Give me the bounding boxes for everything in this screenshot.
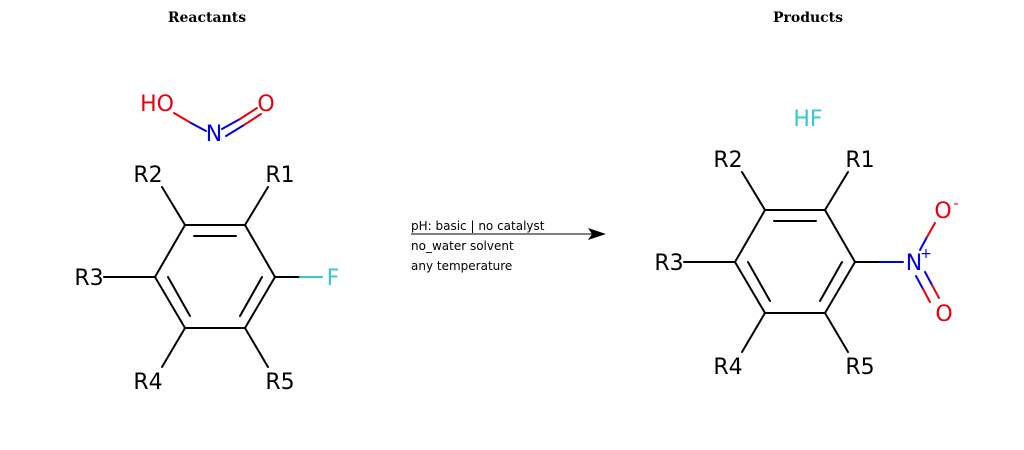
bond-n-o-double [922,288,931,303]
ring-bond [734,209,766,263]
nitro-arene-labels: R1 R2 R3 R4 R5 N + O - O [654,148,958,380]
arrow-head [588,228,606,240]
bond-r5 [824,312,849,353]
atom-label-r5: R5 [265,370,294,395]
atom-label-ho: HO [140,92,174,117]
nitro-arene-molecule [683,171,940,353]
atom-label-r4: R4 [713,355,742,380]
bond-n-o-double [243,113,262,126]
atom-label-o-top: O [934,199,951,224]
ring-inner-bond [167,276,191,317]
atom-label-n: N [906,251,922,276]
atom-label-r3: R3 [74,266,103,291]
reaction-arrow: pH: basic | no catalyst no_water solvent… [411,219,606,273]
bond-r4 [741,312,766,353]
atom-label-r3: R3 [654,251,683,276]
aryl-fluoride-labels: R1 R2 R3 R4 R5 F [74,163,339,395]
condition-ph-catalyst: pH: basic | no catalyst [411,219,545,233]
ring-inner-bond [239,276,263,317]
hf-molecule: HF [793,107,822,132]
bond-n-o-single [919,236,928,251]
atom-label-r2: R2 [713,148,742,173]
atom-label-n: N [206,122,222,147]
atom-label-r5: R5 [845,355,874,380]
bond-n-o-single [926,222,936,238]
bond-r4 [161,327,186,368]
bond-n-o-double [239,107,258,120]
atom-label-r1: R1 [265,163,294,188]
atom-label-o: O [257,92,274,117]
ring-bond [244,276,276,329]
ring-inner-bond [747,261,771,302]
condition-solvent: no_water solvent [411,239,514,253]
aryl-fluoride-molecule [103,186,323,368]
ring-inner-bond [819,261,843,302]
bond-n-o-double [221,118,241,130]
ring-bond [154,276,186,329]
ring-bond [734,261,766,314]
bond-r5 [244,327,269,368]
bond-n-o-double [225,124,245,137]
o-charge-minus: - [953,196,958,212]
atom-label-o-bottom: O [935,302,952,327]
atom-label-r2: R2 [133,163,162,188]
reactants-title: Reactants [168,10,246,26]
bond-r2 [161,186,186,226]
n-charge-plus: + [920,246,932,262]
bond-n-o-double [931,284,940,299]
condition-temperature: any temperature [411,259,512,273]
bond-o-n [190,122,207,132]
atom-label-f: F [327,266,340,291]
atom-label-r4: R4 [133,370,162,395]
ring-bond [824,209,856,263]
atom-label-r1: R1 [845,148,874,173]
bond-r1 [824,171,849,211]
ring-bond [244,224,276,278]
ring-bond [824,261,856,314]
bond-o-n [173,112,192,124]
products-title: Products [773,10,843,26]
nitrous-acid-molecule: HO N O [140,92,275,147]
bond-n-o-double [924,271,933,286]
bond-r2 [741,171,766,211]
bond-n-o-double [915,275,924,290]
bond-r1 [244,186,269,226]
ring-bond [154,224,186,278]
